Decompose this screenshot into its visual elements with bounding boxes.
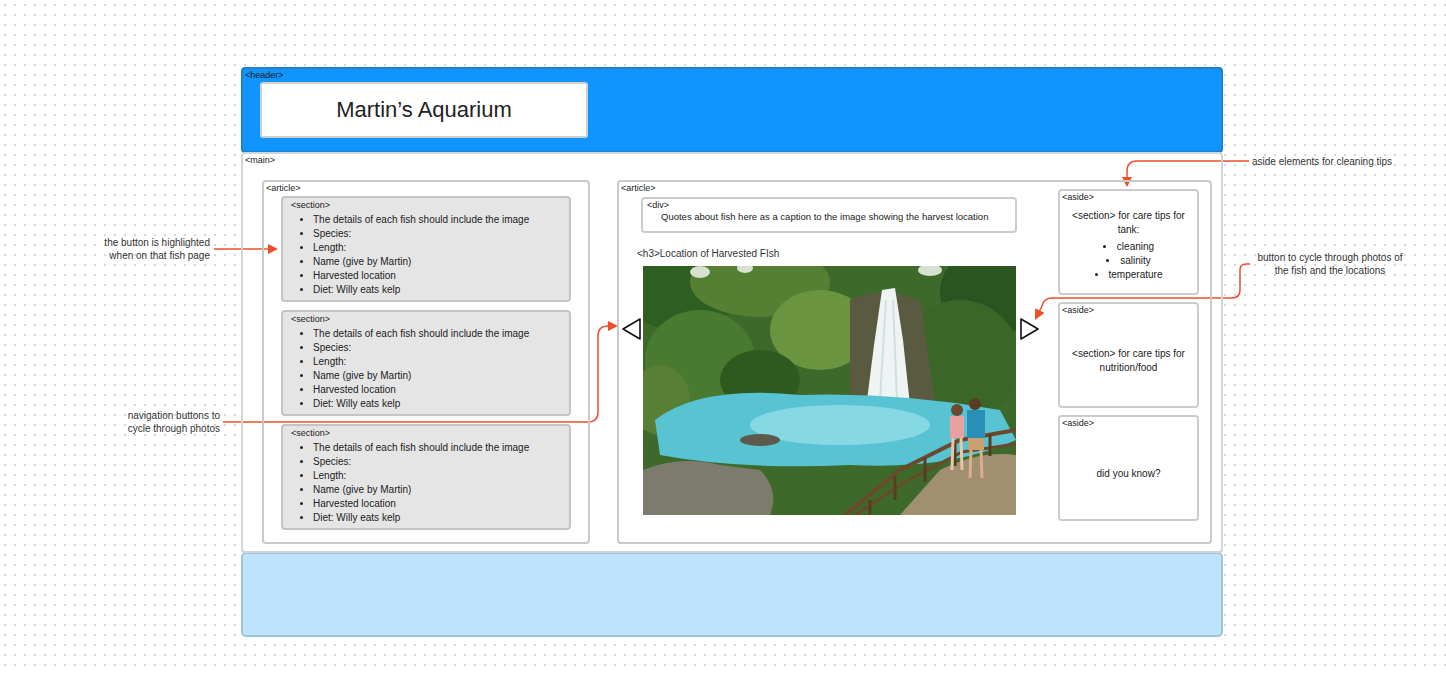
detail-item: Species:: [313, 341, 563, 355]
fish-section: <section> The details of each fish should…: [281, 196, 571, 302]
detail-item: Length:: [313, 241, 563, 255]
main-ground: [242, 152, 1222, 552]
detail-item: Diet: Willy eats kelp: [313, 397, 563, 411]
site-title-box: Martin’s Aquarium: [260, 82, 588, 138]
detail-item: Harvested location: [313, 383, 563, 397]
quote-div: <div>Quotes about fish here as a caption…: [641, 197, 1017, 233]
annotation-note: button to cycle through photos of the fi…: [1254, 251, 1406, 277]
heading-label: <h3>Location of Harvested FIsh: [637, 247, 937, 260]
detail-list: The details of each fish should include …: [289, 441, 563, 525]
annotation-note: navigation buttons to cycle through phot…: [106, 409, 220, 435]
title-text: Martin’s Aquarium: [336, 97, 512, 123]
tag-label: <article>: [264, 182, 588, 194]
article-box: <article><div>Quotes about fish here as …: [617, 180, 1212, 544]
detail-item: Harvested location: [313, 497, 563, 511]
detail-item: Length:: [313, 355, 563, 369]
tag-label: <aside>: [1060, 304, 1197, 316]
detail-list: The details of each fish should include …: [289, 327, 563, 411]
aside-content: <section> for care tips for nutrition/fo…: [1060, 316, 1197, 406]
quote-text: Quotes about fish here as a caption to t…: [645, 211, 1013, 223]
aside-box: <aside><section> for care tips for tank:…: [1058, 189, 1199, 295]
detail-item: Diet: Willy eats kelp: [313, 511, 563, 525]
footer-band: [242, 553, 1222, 636]
detail-item: Length:: [313, 469, 563, 483]
detail-item: The details of each fish should include …: [313, 327, 563, 341]
fish-section: <section> The details of each fish should…: [281, 310, 571, 416]
aside-box: <aside> <section> for care tips for nutri…: [1058, 302, 1199, 408]
tip-item: salinity: [1095, 254, 1163, 268]
tag-label: <aside>: [1060, 417, 1197, 429]
fish-section: <section> The details of each fish should…: [281, 424, 571, 530]
detail-item: Species:: [313, 455, 563, 469]
detail-item: The details of each fish should include …: [313, 441, 563, 455]
tip-item: cleaning: [1095, 240, 1163, 254]
aside-box: <aside> did you know?: [1058, 415, 1199, 521]
detail-list: The details of each fish should include …: [289, 213, 563, 297]
next-button: [1021, 319, 1038, 339]
detail-item: Species:: [313, 227, 563, 241]
main-region: <main> <article> <section> The details of e…: [241, 152, 1223, 553]
detail-item: Name (give by Martin): [313, 483, 563, 497]
aside-text: <section> for care tips for nutrition/fo…: [1063, 347, 1194, 375]
aside-content: <section> for care tips for tank: cleanin…: [1060, 203, 1197, 293]
tag-label: <aside>: [1060, 191, 1197, 203]
aside-content: did you know?: [1060, 429, 1197, 519]
annotation-note: aside elements for cleaning tips: [1252, 155, 1432, 168]
header-band: <header> Martin’s Aquarium: [241, 67, 1223, 153]
prev-button: [623, 319, 640, 339]
tag-label: <div>: [645, 199, 1013, 211]
tag-label: <header>: [243, 69, 1221, 81]
tag-label: <section>: [289, 199, 563, 211]
article-box: <article> <section> The details of each fi…: [262, 180, 590, 544]
tag-label: <main>: [243, 154, 1221, 166]
tip-list: cleaningsalinitytemperature: [1095, 240, 1163, 282]
aside-text: <section> for care tips for tank:: [1063, 209, 1194, 237]
tip-item: temperature: [1095, 268, 1163, 282]
detail-item: Diet: Willy eats kelp: [313, 283, 563, 297]
leader-lines: [214, 161, 1250, 422]
waterfall-photo: [643, 266, 1016, 515]
detail-item: Harvested location: [313, 269, 563, 283]
tag-label: <section>: [289, 427, 563, 439]
annotation-note: the button is highlighted when on that f…: [88, 236, 210, 262]
tag-label: <section>: [289, 313, 563, 325]
detail-item: Name (give by Martin): [313, 369, 563, 383]
detail-item: Name (give by Martin): [313, 255, 563, 269]
detail-item: The details of each fish should include …: [313, 213, 563, 227]
aside-text: did you know?: [1097, 467, 1161, 481]
